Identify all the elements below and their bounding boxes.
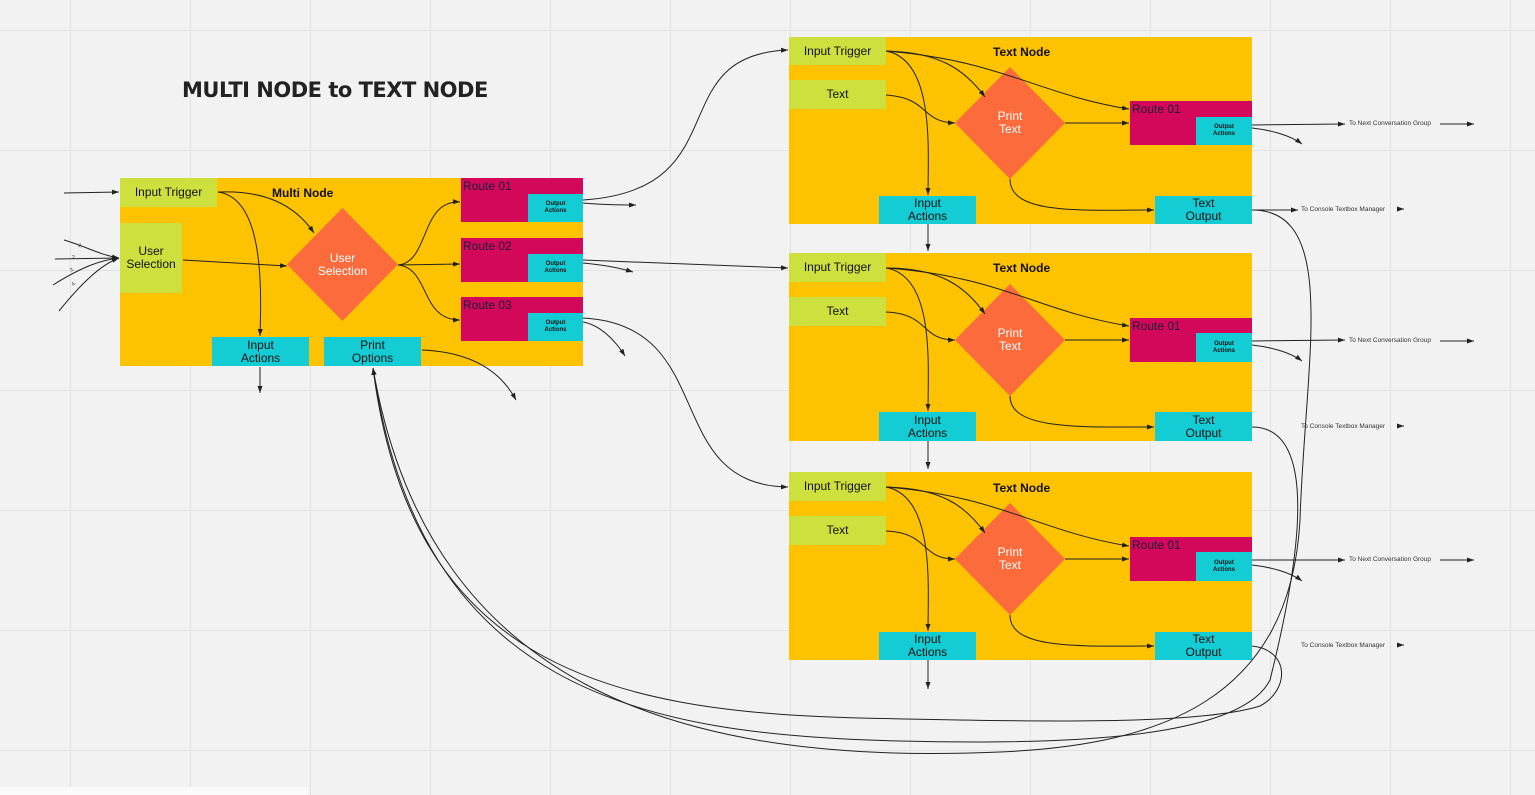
wire-print-options-out	[421, 349, 517, 401]
tn1-trigger-to-route	[885, 50, 1130, 111]
tn3-text-to-decision	[885, 530, 956, 562]
text-node-3-input-trigger[interactable]: Input Trigger	[789, 472, 886, 501]
text-node-3-console-label: To Console Textbox Manager	[1301, 642, 1386, 649]
multi-route-03-output-actions[interactable]: Output Actions	[528, 313, 583, 341]
multi-route-01-label: Route 01	[463, 179, 512, 193]
wire-decision-to-route-02	[397, 261, 461, 267]
tn2-text-to-decision	[885, 311, 956, 343]
text-node-3-print-text[interactable]: Print Text	[955, 503, 1065, 615]
text-node-3-input-actions[interactable]: Input Actions	[879, 632, 976, 660]
loop-text-node-1-to-print-options	[371, 209, 1312, 754]
wire-decision-to-route-01	[397, 199, 461, 266]
text-node-2-input-trigger[interactable]: Input Trigger	[789, 253, 886, 282]
multi-route-03-label: Route 03	[463, 298, 512, 312]
tn2-trigger-to-decision	[885, 267, 986, 315]
wire-selection-1	[63, 239, 120, 260]
bottom-toolbar-edge	[0, 787, 308, 795]
tn1-decision-to-output	[1009, 178, 1155, 213]
tn2-next-a	[1251, 337, 1346, 343]
text-node-2-output-actions[interactable]: Output Actions	[1196, 333, 1252, 362]
text-node-2-next-label: To Next Conversation Group	[1349, 337, 1432, 344]
text-node-2-console-label: To Console Textbox Manager	[1301, 423, 1386, 430]
text-node-1-console-label: To Console Textbox Manager	[1301, 206, 1386, 213]
tn3-decision-to-output	[1009, 614, 1155, 649]
selection-number-2: 2.	[72, 255, 77, 261]
text-node-1-print-text-label: Print Text	[997, 109, 1023, 136]
text-node-2-title: Text Node	[993, 261, 1051, 275]
wire-selection-to-decision	[182, 259, 288, 269]
wire-route-01-to-text-node-1	[582, 47, 789, 201]
text-node-2-text-output[interactable]: Text Output	[1155, 412, 1252, 441]
wire-route-03-stub	[582, 321, 626, 357]
tn3-output-actions-stub	[1251, 564, 1303, 582]
multi-route-02-label: Route 02	[463, 239, 512, 253]
page-title: MULTI NODE to TEXT NODE	[182, 78, 488, 102]
tn1-next-a	[1251, 121, 1346, 127]
wire-trigger-to-input-actions	[217, 191, 263, 337]
wire-route-02-to-text-node-2	[582, 259, 789, 271]
wire-selection-4	[58, 257, 120, 312]
multi-input-actions[interactable]: Input Actions	[212, 337, 309, 366]
text-node-1-text[interactable]: Text	[789, 80, 886, 109]
loop-text-node-2-to-print-options	[371, 367, 1299, 743]
wire-decision-to-route-03	[397, 264, 461, 323]
text-node-1-next-label: To Next Conversation Group	[1349, 120, 1432, 127]
text-node-2-print-text[interactable]: Print Text	[955, 284, 1065, 396]
wire-trigger-to-decision	[217, 191, 315, 234]
wire-route-03-to-text-node-3	[582, 317, 789, 490]
text-node-3-title: Text Node	[993, 481, 1051, 495]
text-node-3-print-text-label: Print Text	[997, 545, 1023, 572]
tn2-trigger-to-route	[885, 267, 1130, 328]
tn1-output-actions-stub	[1251, 127, 1303, 145]
user-selection-decision-label: User Selection	[317, 250, 368, 278]
text-node-3-output-actions[interactable]: Output Actions	[1196, 552, 1252, 581]
text-node-3-text-output[interactable]: Text Output	[1155, 632, 1252, 660]
tn1-text-to-decision	[885, 94, 956, 126]
multi-route-02-output-actions[interactable]: Output Actions	[528, 254, 583, 282]
wire-selection-2	[54, 255, 120, 261]
tn3-trigger-to-route	[885, 486, 1130, 548]
wire-route-02-stub	[582, 262, 634, 273]
text-node-1-print-text[interactable]: Print Text	[955, 67, 1065, 179]
text-node-1-output-actions[interactable]: Output Actions	[1196, 117, 1252, 145]
tn2-trigger-to-input-actions	[885, 267, 931, 412]
text-node-1-text-output[interactable]: Text Output	[1155, 196, 1252, 224]
multi-route-01-output-actions[interactable]: Output Actions	[528, 194, 583, 222]
tn3-trigger-to-decision	[885, 486, 986, 534]
tn1-trigger-to-input-actions	[885, 50, 931, 196]
wire-route-01-stub	[582, 202, 637, 208]
text-node-2-print-text-label: Print Text	[997, 326, 1023, 353]
text-node-3-route-01-label: Route 01	[1132, 538, 1181, 552]
text-node-1-input-actions[interactable]: Input Actions	[879, 196, 976, 224]
multi-input-trigger[interactable]: Input Trigger	[120, 178, 217, 207]
tn2-output-actions-stub	[1251, 344, 1303, 362]
text-node-3-next-label: To Next Conversation Group	[1349, 556, 1432, 563]
text-node-2-input-actions[interactable]: Input Actions	[879, 412, 976, 441]
user-selection-decision[interactable]: User Selection	[287, 208, 398, 321]
loop-text-node-3-to-print-options	[371, 367, 1283, 722]
tn3-trigger-to-input-actions	[885, 486, 931, 632]
multi-node-title: Multi Node	[272, 186, 334, 200]
wire-incoming-trigger	[63, 189, 120, 195]
tn1-trigger-to-decision	[885, 50, 986, 98]
print-options[interactable]: Print Options	[324, 337, 421, 366]
user-selection-input[interactable]: User Selection	[120, 223, 182, 293]
tn2-decision-to-output	[1009, 395, 1155, 430]
text-node-1-title: Text Node	[993, 45, 1051, 59]
text-node-2-text[interactable]: Text	[789, 297, 886, 326]
text-node-1-input-trigger[interactable]: Input Trigger	[789, 37, 886, 65]
text-node-2-route-01-label: Route 01	[1132, 319, 1181, 333]
text-node-3-text[interactable]: Text	[789, 516, 886, 545]
text-node-1-route-01-label: Route 01	[1132, 102, 1181, 116]
